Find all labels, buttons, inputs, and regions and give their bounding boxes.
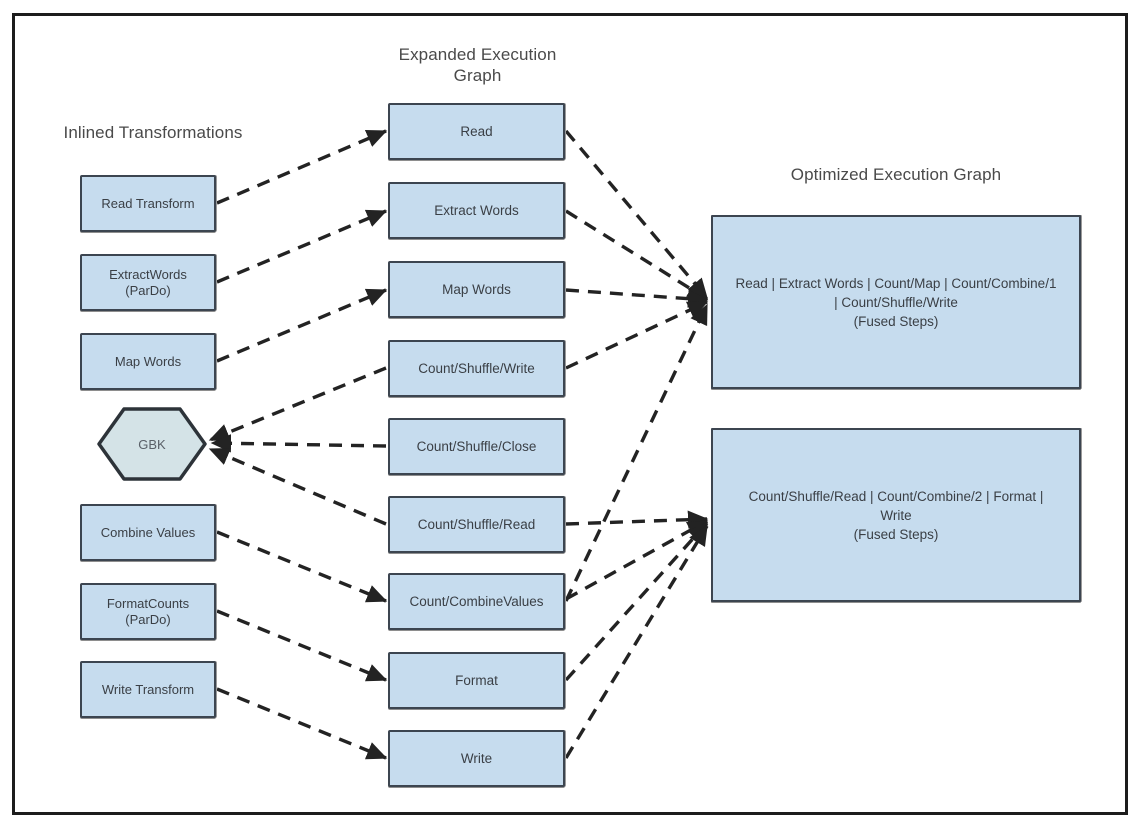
node-label: Read Transform xyxy=(101,195,195,211)
node-format-counts-pardo[interactable]: FormatCounts (ParDo) xyxy=(80,583,216,640)
fused-box-1-line1: Read | Extract Words | Count/Map | Count… xyxy=(735,275,1057,291)
fused-box-2-line3: (Fused Steps) xyxy=(853,526,939,542)
node-label: Read xyxy=(460,123,493,139)
node-label: Count/CombineValues xyxy=(409,593,544,609)
fused-box-1-line3: (Fused Steps) xyxy=(853,313,939,329)
node-gbk[interactable]: GBK xyxy=(97,407,207,481)
left-column-heading: Inlined Transformations xyxy=(63,123,243,142)
fused-step-box-1[interactable]: Read | Extract Words | Count/Map | Count… xyxy=(711,215,1081,389)
node-extract-words[interactable]: Extract Words xyxy=(388,182,565,239)
node-label: ExtractWords (ParDo) xyxy=(109,266,187,298)
node-extract-words-pardo[interactable]: ExtractWords (ParDo) xyxy=(80,254,216,311)
hexagon-icon xyxy=(97,407,207,481)
node-combine-values[interactable]: Combine Values xyxy=(80,504,216,561)
fused-box-2-line1: Count/Shuffle/Read | Count/Combine/2 | F… xyxy=(748,488,1044,504)
fused-box-2-text: Count/Shuffle/Read | Count/Combine/2 | F… xyxy=(749,487,1044,544)
node-count-shuffle-read[interactable]: Count/Shuffle/Read xyxy=(388,496,565,553)
node-label: Count/Shuffle/Write xyxy=(418,360,535,376)
node-write-transform[interactable]: Write Transform xyxy=(80,661,216,718)
right-column-heading: Optimized Execution Graph xyxy=(790,165,1002,184)
node-label: Combine Values xyxy=(100,524,196,540)
node-label: Count/Shuffle/Close xyxy=(416,438,537,454)
fused-box-1-text: Read | Extract Words | Count/Map | Count… xyxy=(736,274,1057,331)
node-write[interactable]: Write xyxy=(388,730,565,787)
middle-column-heading: Expanded Execution Graph xyxy=(380,44,575,86)
node-label: FormatCounts (ParDo) xyxy=(106,595,190,627)
node-label: Count/Shuffle/Read xyxy=(417,516,536,532)
node-label: GBK xyxy=(138,436,166,452)
node-count-shuffle-write[interactable]: Count/Shuffle/Write xyxy=(388,340,565,397)
middle-heading-line1: Expanded Execution xyxy=(398,45,557,64)
node-label: Write xyxy=(460,750,493,766)
node-read[interactable]: Read xyxy=(388,103,565,160)
node-label: Format xyxy=(455,672,498,688)
middle-heading-line2: Graph xyxy=(453,66,502,85)
node-label: Map Words xyxy=(114,353,182,369)
node-label: Map Words xyxy=(442,281,511,297)
node-format[interactable]: Format xyxy=(388,652,565,709)
fused-step-box-2[interactable]: Count/Shuffle/Read | Count/Combine/2 | F… xyxy=(711,428,1081,602)
node-read-transform[interactable]: Read Transform xyxy=(80,175,216,232)
node-count-shuffle-close[interactable]: Count/Shuffle/Close xyxy=(388,418,565,475)
fused-box-2-line2: Write xyxy=(880,507,912,523)
node-label: Write Transform xyxy=(101,681,195,697)
node-label: Extract Words xyxy=(434,202,519,218)
node-map-words[interactable]: Map Words xyxy=(388,261,565,318)
node-count-combinevalues[interactable]: Count/CombineValues xyxy=(388,573,565,630)
fused-box-1-line2: | Count/Shuffle/Write xyxy=(834,294,958,310)
node-map-words-left[interactable]: Map Words xyxy=(80,333,216,390)
